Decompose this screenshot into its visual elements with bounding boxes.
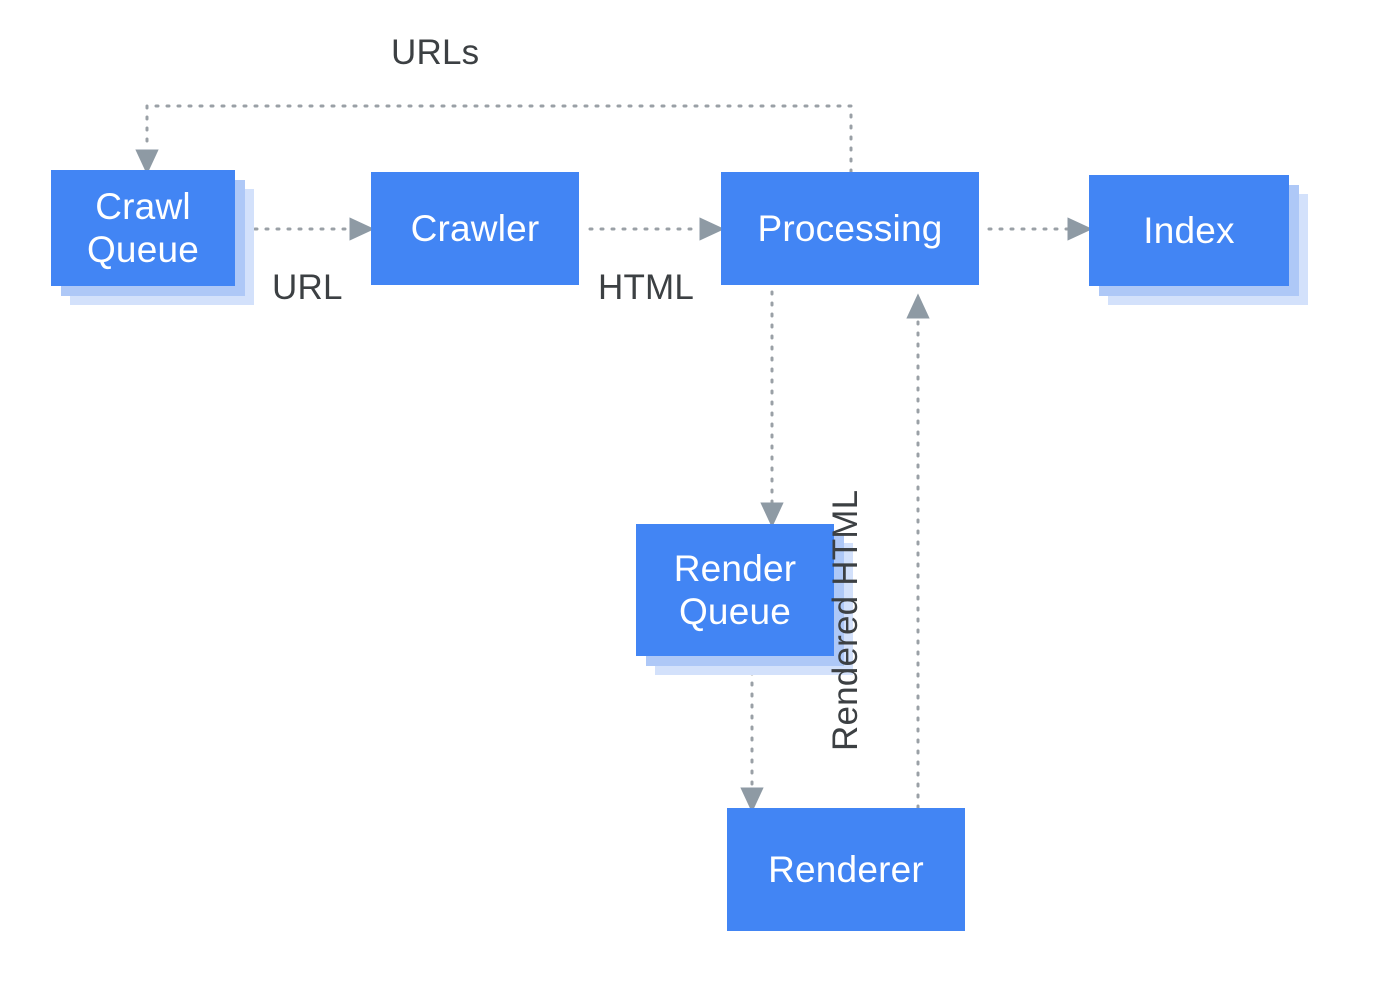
- node-index[interactable]: Index: [1089, 175, 1308, 305]
- node-body: [51, 170, 235, 286]
- node-body: [636, 524, 834, 656]
- edge-label-rendered-html: Rendered HTML: [826, 489, 865, 751]
- node-label-crawl-queue: Crawl Queue: [86, 185, 200, 270]
- node-body: [727, 808, 965, 931]
- node-label-renderer: Renderer: [768, 848, 924, 890]
- edge-label-urls: URLs: [391, 33, 480, 72]
- node-label-render-queue: Render Queue: [673, 547, 797, 632]
- node-crawl-queue[interactable]: Crawl Queue: [51, 170, 254, 305]
- edge-label-url: URL: [272, 268, 343, 307]
- node-label-index: Index: [1143, 209, 1235, 251]
- node-renderer[interactable]: Renderer: [727, 808, 965, 931]
- edge-label-html: HTML: [598, 268, 695, 307]
- node-body: [1089, 175, 1289, 286]
- edge-urls: [135, 104, 853, 175]
- node-crawler[interactable]: Crawler: [371, 172, 579, 285]
- node-render-queue[interactable]: Render Queue: [636, 524, 853, 675]
- node-body: [721, 172, 979, 285]
- node-body: [371, 172, 579, 285]
- node-label-processing: Processing: [757, 207, 943, 249]
- node-label-crawler: Crawler: [410, 207, 540, 249]
- node-processing[interactable]: Processing: [721, 172, 979, 285]
